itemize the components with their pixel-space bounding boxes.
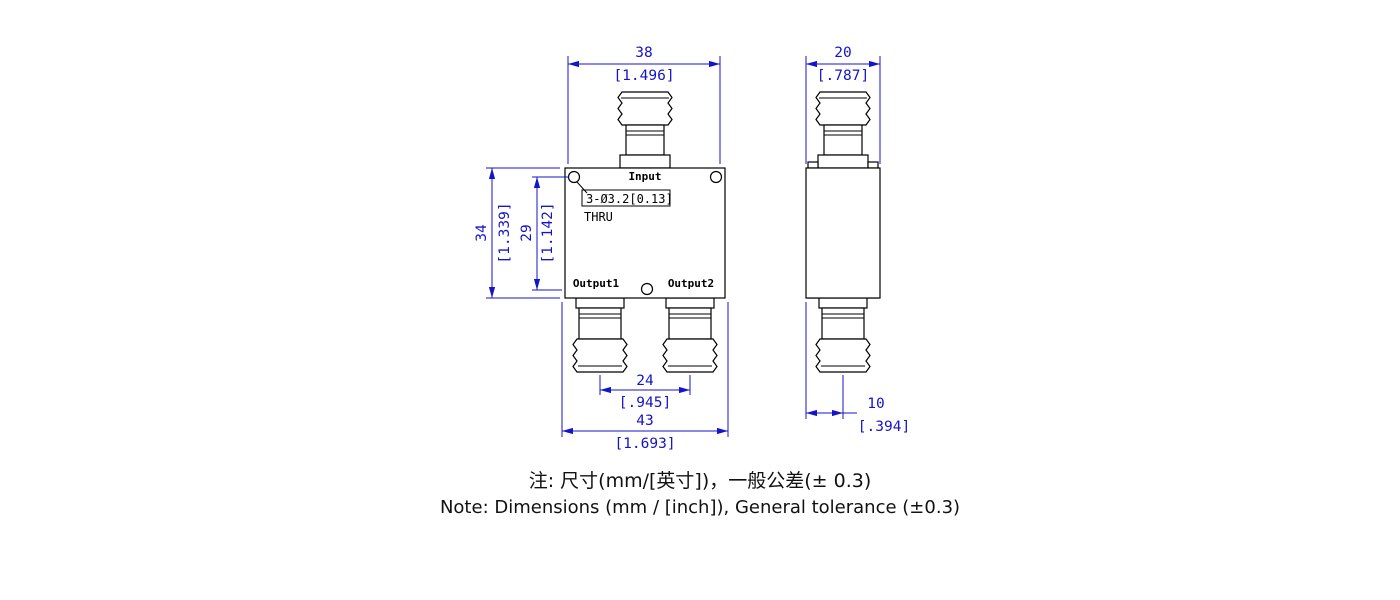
front-view: Input Output1 Output2 <box>564 91 726 373</box>
dim-front-overall-width-inch: [1.693] <box>614 436 675 452</box>
front-output2-connector <box>662 297 718 373</box>
dim-front-top-width-inch: [1.496] <box>613 68 674 84</box>
side-bottom-connector-step <box>818 297 868 309</box>
output1-connector-knurled-nut <box>572 338 628 373</box>
side-view <box>805 91 881 373</box>
output2-connector-knurled-nut <box>662 338 718 373</box>
side-bottom-connector-cylinder <box>821 307 865 340</box>
side-top-connector <box>815 91 871 169</box>
input-connector-cylinder <box>625 124 665 156</box>
output2-port-label: Output2 <box>668 277 714 290</box>
dim-hole-span-mm: 29 <box>519 224 535 241</box>
mounting-hole-bottom-center <box>640 282 654 296</box>
dimension-side-port-offset: 10 [.394] <box>805 302 910 435</box>
side-bottom-connector <box>815 297 871 373</box>
side-bottom-connector-knurled-nut <box>815 338 871 373</box>
output1-connector-step <box>575 297 625 309</box>
input-connector-flange <box>619 154 671 169</box>
dimension-side-width: 20 [.787] <box>805 45 881 164</box>
output2-connector-step <box>665 297 715 309</box>
hole-callout: 3-Ø3.2[0.13] THRU <box>576 181 673 224</box>
dim-front-top-width-mm: 38 <box>635 45 652 61</box>
side-body-outline <box>805 167 881 299</box>
mounting-hole-top-left <box>567 170 581 184</box>
notes-block: 注: 尺寸(mm/[英寸])，一般公差(± 0.3) Note: Dimensi… <box>0 468 1400 521</box>
dim-output-pitch-mm: 24 <box>636 373 654 389</box>
dim-hole-span-inch: [1.142] <box>540 202 556 263</box>
output2-connector-cylinder <box>668 307 712 340</box>
dim-front-height-mm: 34 <box>474 224 490 242</box>
dim-side-port-offset-mm: 10 <box>867 396 884 412</box>
output1-port-label: Output1 <box>573 277 620 290</box>
hole-callout-leader-line <box>576 181 588 194</box>
side-screw-mark-top-left <box>807 161 819 169</box>
mounting-hole-top-right <box>709 170 723 184</box>
output1-connector-cylinder <box>578 307 622 340</box>
side-top-connector-knurled-nut <box>815 91 871 126</box>
side-top-connector-cylinder <box>823 124 863 156</box>
hole-callout-spec: 3-Ø3.2[0.13] <box>586 192 673 206</box>
dim-front-overall-width-mm: 43 <box>636 413 653 429</box>
hole-callout-box <box>581 189 671 207</box>
dimension-front-overall-width: 43 [1.693] <box>561 302 729 452</box>
input-port-label: Input <box>628 170 661 183</box>
dimension-hole-span: 29 [1.142] <box>519 176 569 291</box>
dimension-front-top-width: 38 [1.496] <box>567 45 721 164</box>
dim-output-pitch-inch: [.945] <box>619 395 671 411</box>
note-english: Note: Dimensions (mm / [inch]), General … <box>439 497 961 518</box>
front-output1-connector <box>572 297 628 373</box>
dimension-front-height: 34 [1.339] <box>474 167 560 299</box>
input-connector-knurled-nut <box>617 91 673 126</box>
front-input-connector <box>617 91 673 169</box>
side-screw-mark-top-right <box>867 161 879 169</box>
dim-front-height-inch: [1.339] <box>497 202 513 263</box>
dim-side-port-offset-inch: [.394] <box>858 419 910 435</box>
dim-side-width-mm: 20 <box>834 45 851 61</box>
side-top-connector-flange <box>817 154 869 169</box>
hole-callout-thru: THRU <box>584 210 613 224</box>
dim-side-width-inch: [.787] <box>817 68 869 84</box>
dimension-output-pitch: 24 [.945] <box>599 373 691 411</box>
note-chinese: 注: 尺寸(mm/[英寸])，一般公差(± 0.3) <box>528 470 872 492</box>
